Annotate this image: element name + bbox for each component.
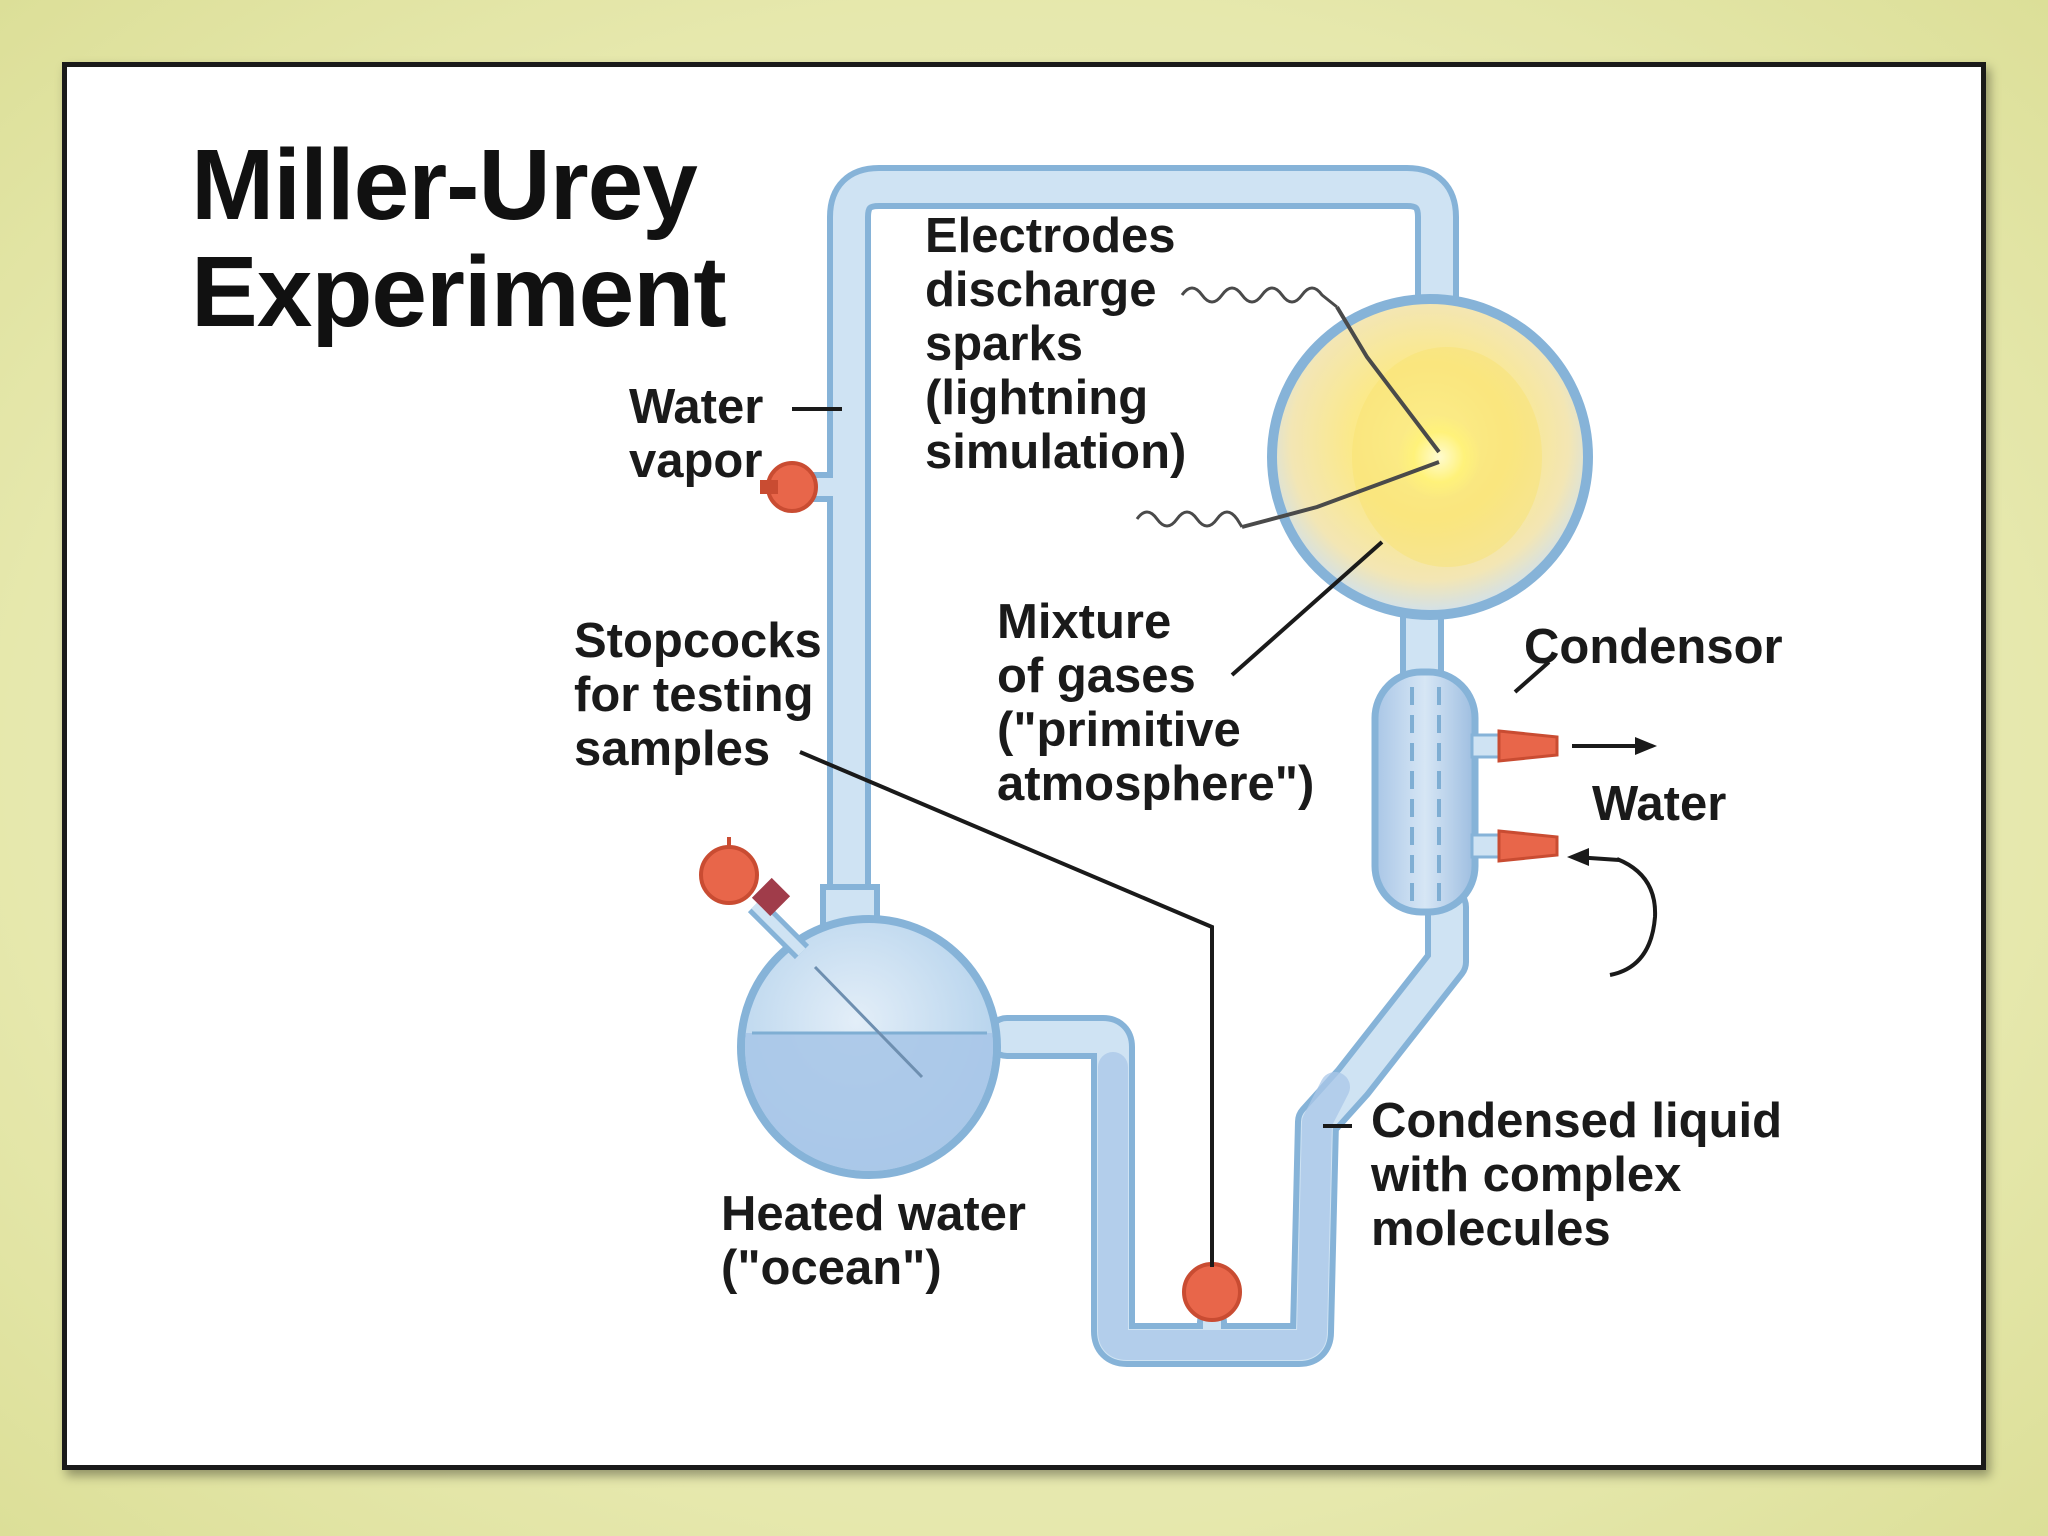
label-electrodes: Electrodes discharge sparks (lightning s… <box>925 209 1186 479</box>
label-line: Electrodes <box>925 209 1176 263</box>
label-line: vapor <box>629 434 763 488</box>
label-line: Mixture <box>997 595 1172 649</box>
label-line: atmosphere") <box>997 757 1315 811</box>
label-line: Condensed liquid <box>1371 1094 1783 1148</box>
label-line: ("ocean") <box>721 1241 942 1295</box>
label-line: Condensor <box>1524 620 1783 674</box>
label-line: Water <box>629 380 764 434</box>
label-line: ("primitive <box>997 703 1241 757</box>
label-stopcocks: Stopcocks for testing samples <box>574 614 822 776</box>
label-line: Stopcocks <box>574 614 822 668</box>
leader-lines <box>792 407 1551 1267</box>
spark-flask <box>1135 286 1593 620</box>
glass-tubing <box>792 165 1469 1367</box>
label-line: (lightning <box>925 371 1149 425</box>
diagram-title: Miller-Urey Experiment <box>191 129 727 348</box>
label-water: Water <box>1592 777 1726 831</box>
label-line: simulation) <box>925 425 1187 479</box>
diagram-frame: Miller-Urey Experiment Water vapor Elect… <box>62 62 1986 1470</box>
title-line-1: Miller-Urey <box>191 129 698 241</box>
label-condensed-liquid: Condensed liquid with complex molecules <box>1371 1094 1782 1256</box>
label-line: discharge <box>925 263 1157 317</box>
label-line: of gases <box>997 649 1196 703</box>
label-condensor: Condensor <box>1524 620 1783 674</box>
label-mixture-of-gases: Mixture of gases ("primitive atmosphere"… <box>997 595 1314 811</box>
label-line: for testing <box>574 668 814 722</box>
label-line: samples <box>574 722 771 776</box>
title-line-2: Experiment <box>191 236 727 348</box>
condenser <box>1371 668 1658 977</box>
label-water-vapor: Water vapor <box>629 380 763 488</box>
ocean-flask <box>699 837 1001 1179</box>
label-line: Water <box>1592 777 1727 831</box>
label-line: molecules <box>1371 1202 1611 1256</box>
label-line: Heated water <box>721 1187 1027 1241</box>
label-line: with complex <box>1371 1148 1682 1202</box>
label-heated-water: Heated water ("ocean") <box>721 1187 1026 1295</box>
stopcocks <box>760 461 1242 1322</box>
apparatus-diagram <box>699 165 1658 1367</box>
label-line: sparks <box>925 317 1084 371</box>
